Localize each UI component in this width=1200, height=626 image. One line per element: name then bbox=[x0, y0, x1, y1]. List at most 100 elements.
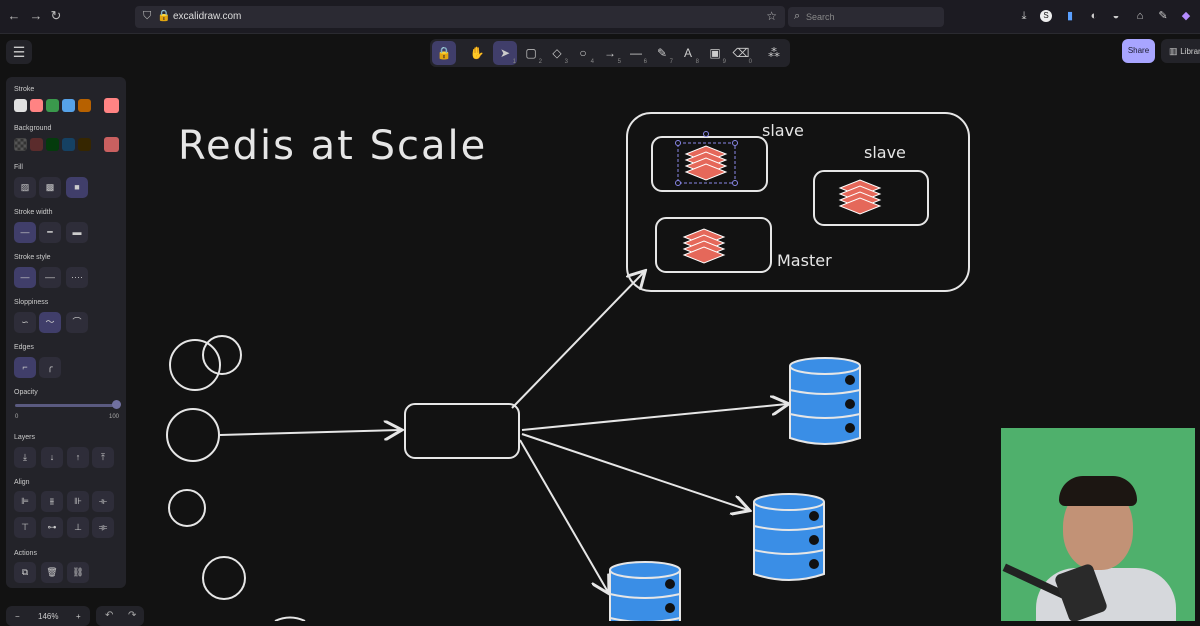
download-icon[interactable]: ⤓ bbox=[1021, 10, 1027, 22]
stroke-color-swatch[interactable] bbox=[78, 99, 91, 112]
background-color-swatch[interactable] bbox=[46, 138, 59, 151]
stroke-width-thin-button[interactable]: — bbox=[14, 222, 36, 243]
distribute-v-button[interactable]: ⟚ bbox=[92, 517, 114, 538]
shortcut-key: 6 bbox=[643, 59, 647, 65]
more-tools[interactable]: ⁂ bbox=[762, 41, 786, 65]
image-tool[interactable]: ▣9 bbox=[703, 41, 727, 65]
master-node-box bbox=[655, 217, 772, 273]
duplicate-button[interactable]: ⧉ bbox=[14, 562, 36, 583]
pencil-icon: ✎ bbox=[656, 46, 668, 60]
zoom-in-button[interactable]: + bbox=[76, 612, 81, 621]
send-to-back-button[interactable]: ⤓ bbox=[14, 447, 36, 468]
arrow bbox=[521, 404, 787, 431]
background-color-swatch[interactable] bbox=[62, 138, 75, 151]
stroke-style-dashed-button[interactable]: ‒‒ bbox=[39, 267, 61, 288]
background-color-swatch[interactable] bbox=[78, 138, 91, 151]
diamond-tool[interactable]: ◇3 bbox=[545, 41, 569, 65]
extension-icon[interactable]: ◆ bbox=[1181, 10, 1191, 22]
align-center-v-button[interactable]: ⊶ bbox=[41, 517, 63, 538]
main-menu-button[interactable]: ☰ bbox=[6, 40, 32, 64]
sloppiness-cartoonist-button[interactable]: ⌒ bbox=[66, 312, 88, 333]
eraser-tool[interactable]: ⌫0 bbox=[729, 41, 753, 65]
hand-tool[interactable]: ✋ bbox=[465, 41, 489, 65]
stroke-width-bold-button[interactable]: ━ bbox=[39, 222, 61, 243]
opacity-slider-track[interactable] bbox=[15, 404, 119, 407]
align-bottom-button[interactable]: ⊥ bbox=[67, 517, 89, 538]
router-box bbox=[404, 403, 520, 459]
forward-icon[interactable]: → bbox=[29, 8, 43, 23]
background-color-swatch[interactable] bbox=[104, 137, 119, 152]
address-bar[interactable]: ⛉ 🔒 excalidraw.com ☆ bbox=[135, 6, 785, 28]
undo-icon[interactable]: ↶ bbox=[105, 610, 114, 621]
link-button[interactable]: ⛓ bbox=[67, 562, 89, 583]
stroke-color-swatch[interactable] bbox=[14, 99, 27, 112]
image-icon: ▣ bbox=[709, 46, 721, 60]
delete-button[interactable]: 🗑 bbox=[41, 562, 63, 583]
draw-tool[interactable]: ✎7 bbox=[650, 41, 674, 65]
extension-icon[interactable]: ◐ bbox=[1090, 10, 1098, 22]
drawing-canvas[interactable] bbox=[0, 34, 1200, 621]
fill-solid-button[interactable]: ■ bbox=[66, 177, 88, 198]
client-node bbox=[202, 556, 246, 600]
align-center-h-button[interactable]: ⫵ bbox=[41, 491, 63, 512]
share-button[interactable]: Share bbox=[1122, 39, 1155, 63]
extension-icon[interactable]: S bbox=[1040, 10, 1052, 22]
opacity-min-label: 0 bbox=[15, 414, 19, 420]
client-node bbox=[168, 489, 206, 527]
slave-node-box bbox=[813, 170, 929, 226]
background-color-swatch[interactable] bbox=[30, 138, 43, 151]
stroke-color-swatch[interactable] bbox=[62, 99, 75, 112]
stroke-style-solid-button[interactable]: — bbox=[14, 267, 36, 288]
distribute-h-button[interactable]: ⟛ bbox=[92, 491, 114, 512]
pen-icon[interactable]: ✎ bbox=[1158, 10, 1168, 22]
bookmark-star-icon[interactable]: ☆ bbox=[766, 9, 777, 23]
ellipse-tool[interactable]: ○4 bbox=[571, 41, 595, 65]
send-backward-button[interactable]: ↓ bbox=[41, 447, 63, 468]
align-top-button[interactable]: ⊤ bbox=[14, 517, 36, 538]
zoom-out-button[interactable]: − bbox=[15, 612, 20, 621]
extension-icon[interactable]: ▮ bbox=[1066, 10, 1074, 22]
rectangle-icon: ▢ bbox=[525, 46, 537, 60]
edges-round-button[interactable]: ╭ bbox=[39, 357, 61, 378]
stroke-color-swatch[interactable] bbox=[46, 99, 59, 112]
sloppiness-artist-button[interactable]: 〜 bbox=[39, 312, 61, 333]
search-icon: ⌕ bbox=[794, 10, 801, 22]
extension-icon[interactable]: ◒ bbox=[1112, 10, 1120, 22]
browser-search-box[interactable]: ⌕ Search bbox=[788, 7, 944, 27]
shortcut-key: 9 bbox=[722, 59, 726, 65]
opacity-slider-handle[interactable] bbox=[112, 400, 121, 409]
zoom-level[interactable]: 146% bbox=[38, 612, 59, 621]
align-left-button[interactable]: ⊫ bbox=[14, 491, 36, 512]
shortcut-key: 4 bbox=[590, 59, 594, 65]
background-color-swatch[interactable] bbox=[14, 138, 27, 151]
reload-icon[interactable]: ↻ bbox=[50, 8, 62, 23]
line-tool[interactable]: —6 bbox=[624, 41, 648, 65]
selection-tool[interactable]: ➤1 bbox=[493, 41, 517, 65]
back-icon[interactable]: ← bbox=[7, 8, 21, 23]
sloppiness-label: Sloppiness bbox=[14, 299, 49, 306]
bring-to-front-button[interactable]: ⤒ bbox=[92, 447, 114, 468]
library-button[interactable]: ▥ Library bbox=[1161, 39, 1200, 63]
fill-crosshatch-button[interactable]: ▩ bbox=[39, 177, 61, 198]
database-icon bbox=[753, 493, 825, 581]
fill-hachure-button[interactable]: ▨ bbox=[14, 177, 36, 198]
align-right-button[interactable]: ⊪ bbox=[67, 491, 89, 512]
stroke-color-swatch[interactable] bbox=[104, 98, 119, 113]
rectangle-tool[interactable]: ▢2 bbox=[519, 41, 543, 65]
stroke-width-extra-bold-button[interactable]: ▬ bbox=[66, 222, 88, 243]
extensions-icon[interactable]: ⌂ bbox=[1136, 10, 1144, 22]
hand-icon: ✋ bbox=[469, 46, 485, 60]
menu-icon: ☰ bbox=[12, 44, 26, 60]
lock-icon: 🔒 bbox=[436, 46, 452, 60]
stroke-color-swatch[interactable] bbox=[30, 99, 43, 112]
redo-icon[interactable]: ↷ bbox=[128, 610, 137, 621]
shield-icon: ⛉ bbox=[143, 10, 152, 22]
arrow-tool[interactable]: →5 bbox=[598, 41, 622, 65]
lock-tool[interactable]: 🔒 bbox=[432, 41, 456, 65]
sloppiness-architect-button[interactable]: ∽ bbox=[14, 312, 36, 333]
undo-redo-controls: ↶ ↷ bbox=[96, 606, 144, 626]
edges-sharp-button[interactable]: ⌐ bbox=[14, 357, 36, 378]
bring-forward-button[interactable]: ↑ bbox=[67, 447, 89, 468]
stroke-style-dotted-button[interactable]: ···· bbox=[66, 267, 88, 288]
